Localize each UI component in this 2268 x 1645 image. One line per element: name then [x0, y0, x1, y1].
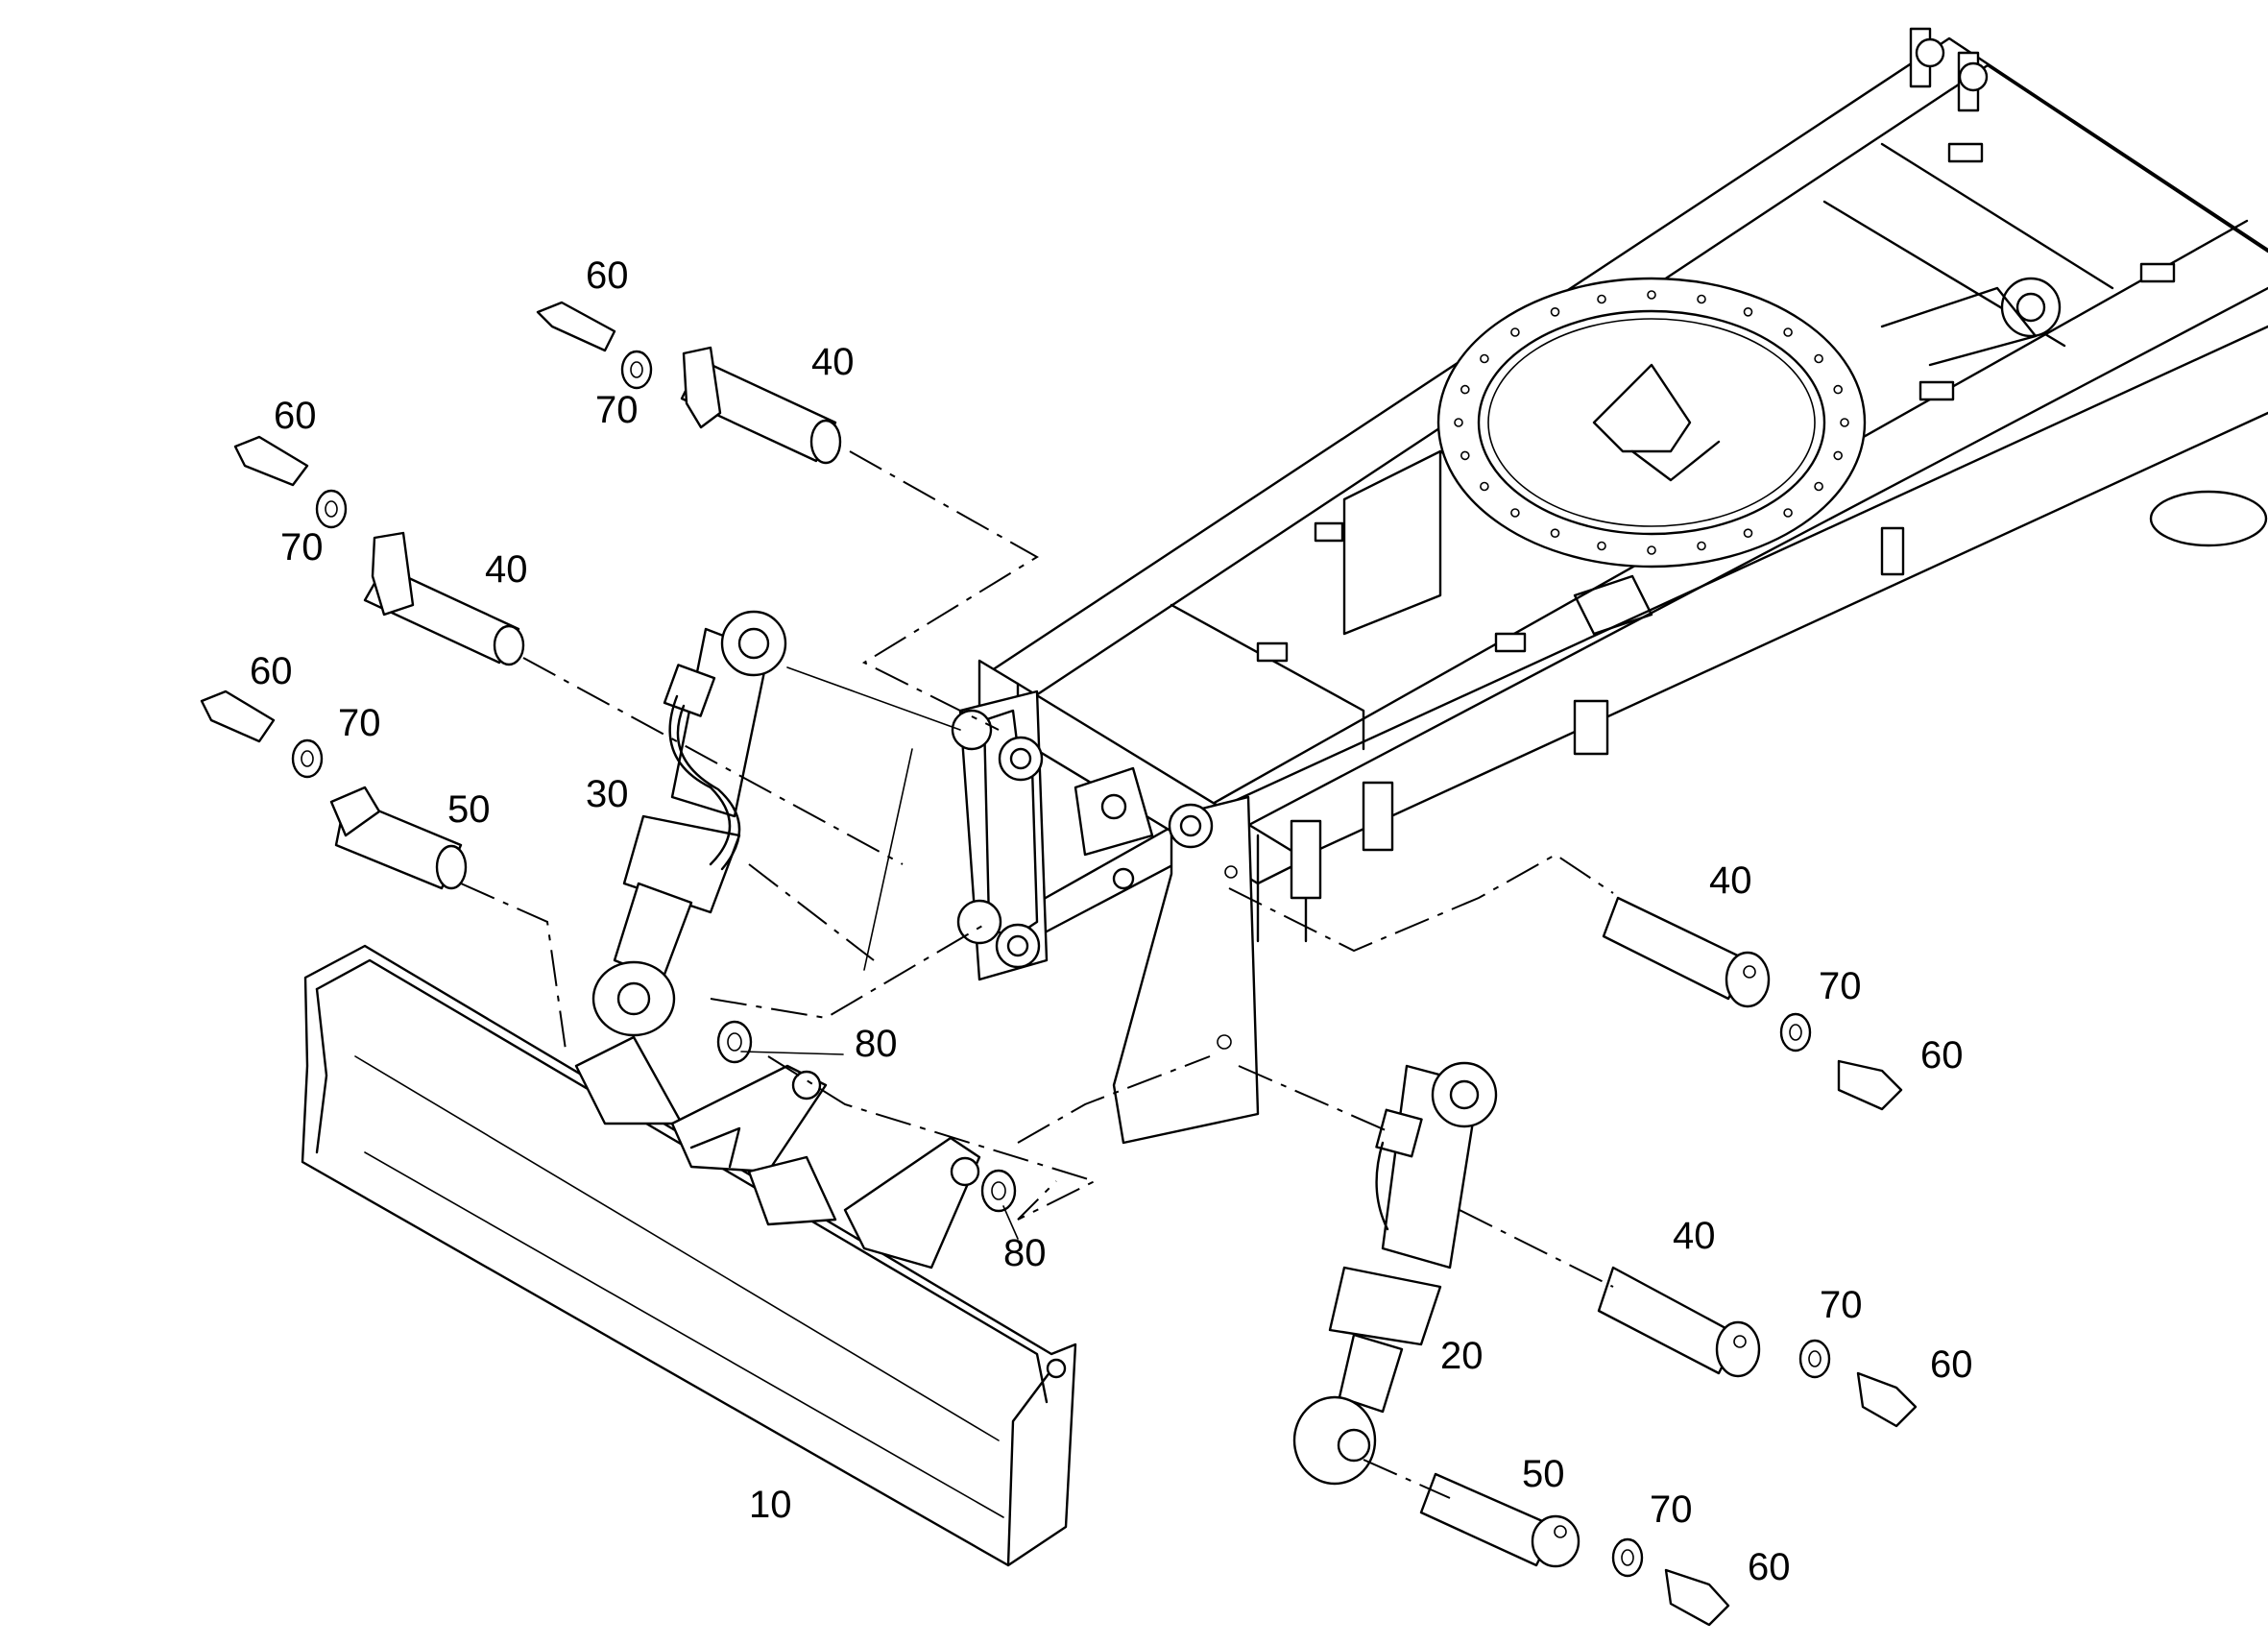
callout-70-right-middle: 70 — [1820, 1284, 1863, 1326]
ring-bolt-hole — [1454, 418, 1463, 427]
hydraulic-cylinder-20 — [1292, 1061, 1498, 1486]
ring-bolt-hole — [1480, 481, 1489, 492]
ring-bolt-hole — [1697, 541, 1706, 551]
pins — [329, 346, 1771, 1568]
callout-70-top: 70 — [595, 389, 639, 431]
assembly-lines — [460, 450, 1614, 1499]
ring-bolt-hole — [1647, 290, 1656, 300]
callout-40-right-top: 40 — [1709, 859, 1752, 902]
callout-20: 20 — [1440, 1335, 1484, 1377]
ring-bolt-hole — [1597, 541, 1606, 551]
callout-10: 10 — [749, 1484, 792, 1526]
chassis-frame — [977, 27, 2268, 943]
callout-50-left: 50 — [447, 788, 491, 831]
callout-labels: 10 20 30 40 40 40 40 50 50 60 60 60 60 6… — [250, 254, 1973, 1588]
dozer-blade-10 — [301, 944, 1077, 1567]
ring-bolt-hole — [1833, 450, 1843, 461]
ring-bolt-hole — [1597, 294, 1606, 304]
callout-50-right: 50 — [1522, 1453, 1565, 1495]
bolts-and-washers — [200, 301, 1918, 1627]
ring-bolt-hole — [1697, 294, 1706, 304]
callout-70-left-lower: 70 — [338, 702, 381, 744]
ring-bolt-hole — [1550, 528, 1560, 539]
ring-bolt-hole — [1814, 481, 1823, 492]
ring-bolt-hole — [1783, 508, 1793, 518]
ring-bolt-hole — [1783, 327, 1793, 337]
ring-bolt-hole — [1647, 545, 1656, 555]
callout-80-upper: 80 — [855, 1023, 898, 1065]
ring-bolt-hole — [1480, 353, 1489, 364]
ring-bolt-hole — [1510, 327, 1520, 337]
ring-bolt-hole — [1840, 418, 1849, 427]
callout-60-right-bottom: 60 — [1748, 1546, 1791, 1588]
ring-bolt-hole — [1460, 450, 1470, 461]
callout-60-left-lower: 60 — [250, 650, 293, 692]
ring-bolt-hole — [1743, 306, 1753, 317]
ring-bolt-hole — [1743, 528, 1753, 539]
callout-40-left: 40 — [485, 548, 528, 591]
callout-60-right-middle: 60 — [1930, 1343, 1973, 1386]
front-mount-brackets — [951, 689, 1260, 1145]
callout-80-lower: 80 — [1003, 1232, 1047, 1274]
callout-60-right-upper: 60 — [1920, 1034, 1964, 1077]
callout-40-right-middle: 40 — [1673, 1215, 1716, 1257]
callout-60-top: 60 — [586, 254, 629, 297]
callout-30: 30 — [586, 773, 629, 815]
callout-60-left-upper: 60 — [274, 395, 317, 437]
ring-bolt-hole — [1460, 384, 1470, 395]
callout-70-right-upper: 70 — [1819, 965, 1862, 1007]
callout-40-top: 40 — [811, 341, 855, 383]
ring-bolt-hole — [1833, 384, 1843, 395]
callout-70-right-bottom: 70 — [1650, 1488, 1693, 1531]
ring-bolt-hole — [1814, 353, 1823, 364]
ring-bolt-hole — [1550, 306, 1560, 317]
ring-bolt-hole — [1510, 508, 1520, 518]
callout-70-left-upper: 70 — [280, 526, 324, 568]
hydraulic-cylinder-30 — [591, 610, 787, 1037]
